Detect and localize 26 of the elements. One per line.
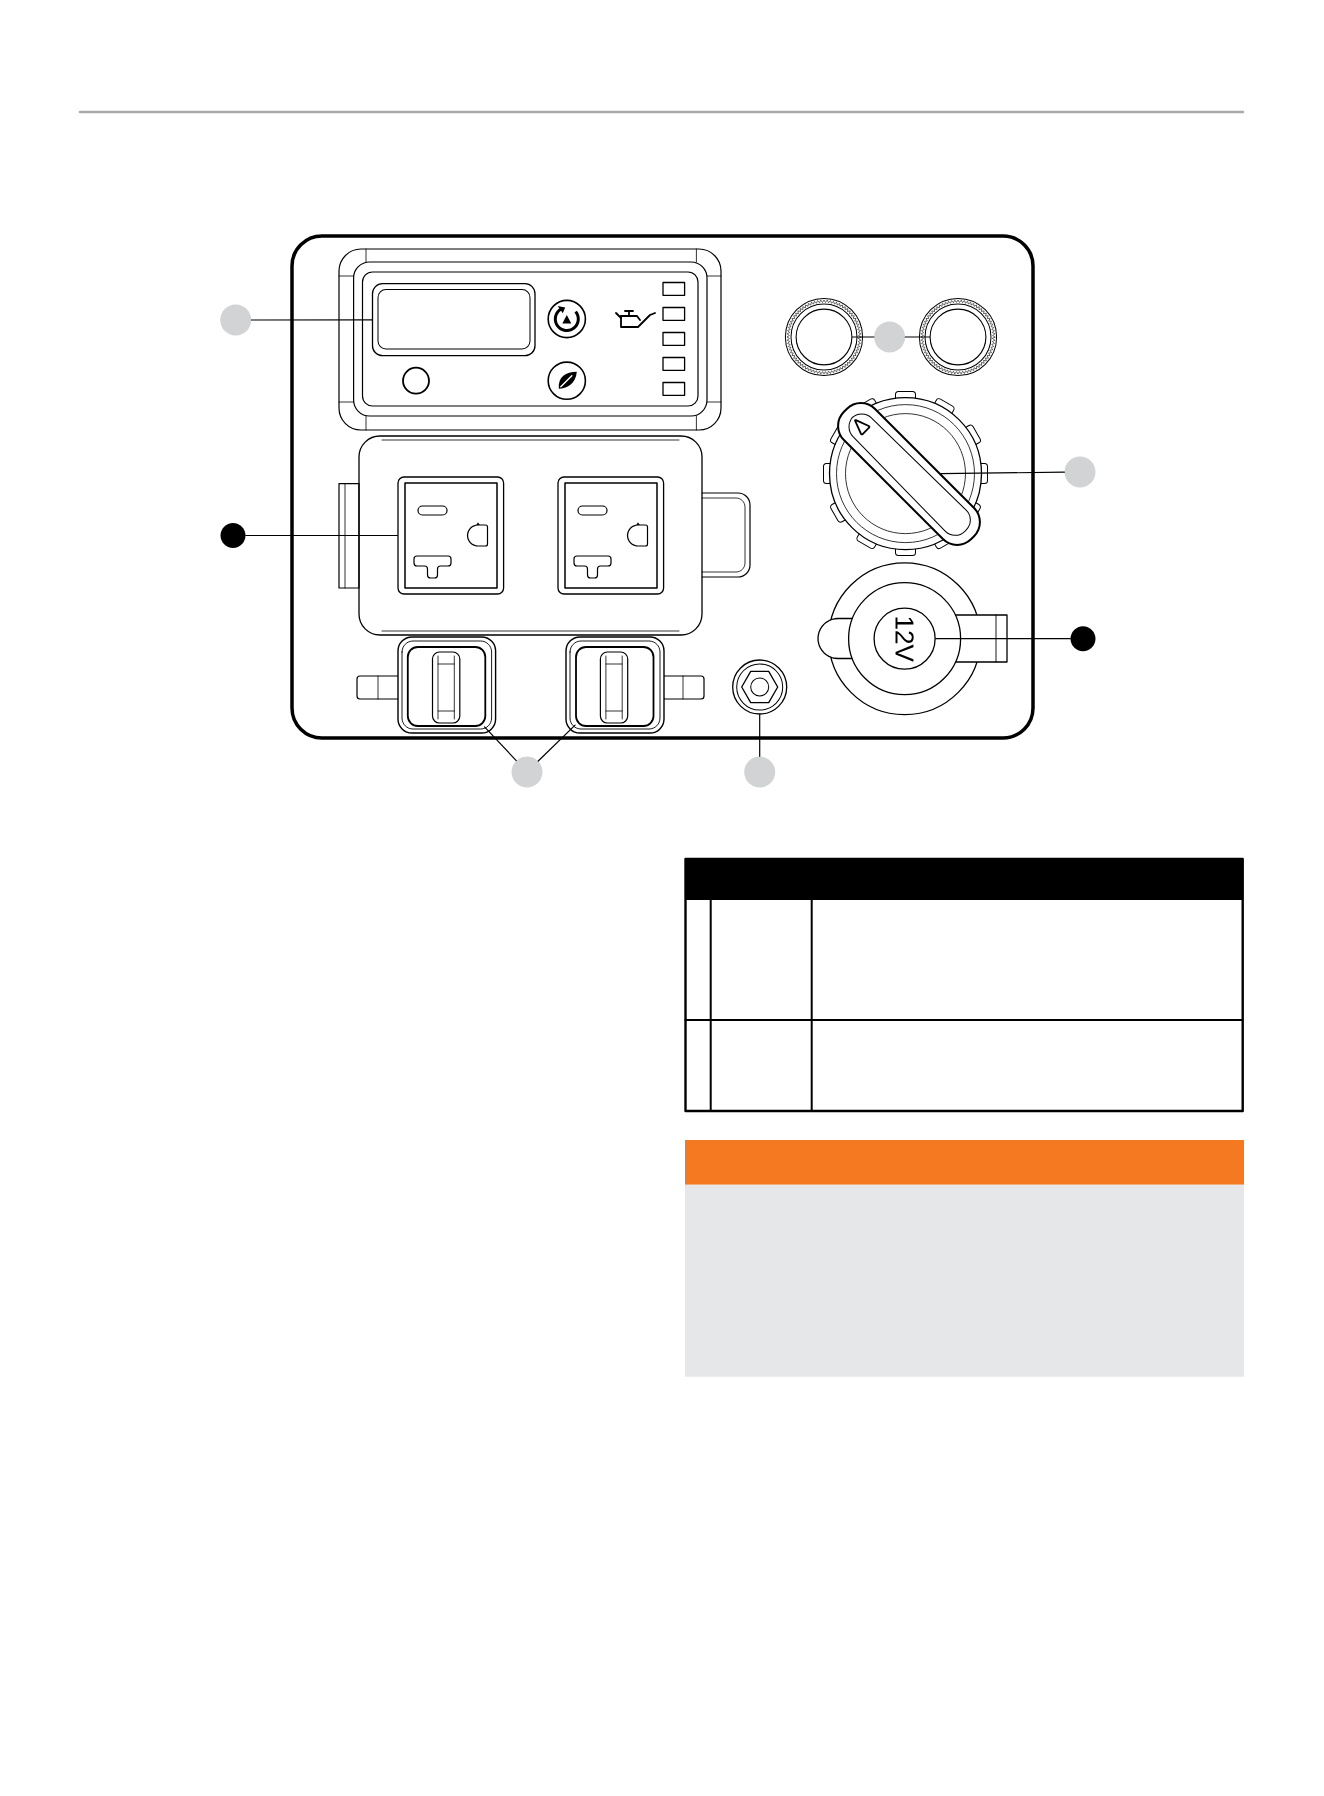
leader-line bbox=[483, 726, 517, 762]
socket-face: 12V bbox=[873, 607, 936, 670]
leader-line bbox=[904, 336, 931, 338]
leader-line bbox=[759, 714, 761, 757]
callout-circle bbox=[511, 756, 543, 788]
leader-line bbox=[940, 471, 1065, 475]
breaker-button bbox=[929, 308, 987, 366]
leader-line bbox=[935, 638, 1071, 640]
callout-circle bbox=[220, 523, 246, 548]
breaker-button bbox=[795, 308, 853, 366]
usb-port bbox=[575, 646, 655, 727]
dial-handle bbox=[848, 413, 971, 536]
power-outlet bbox=[557, 476, 665, 595]
leader-line bbox=[537, 724, 576, 762]
callout-circle bbox=[220, 304, 252, 336]
callout-circle bbox=[1064, 456, 1096, 488]
leader-line bbox=[250, 319, 373, 321]
callout-circle bbox=[744, 756, 776, 788]
callout-circle bbox=[1070, 626, 1096, 652]
callout-circle bbox=[874, 321, 906, 353]
power-outlet bbox=[397, 476, 505, 595]
display-screen bbox=[371, 283, 536, 357]
leader-line bbox=[245, 534, 398, 537]
ground-terminal bbox=[732, 659, 788, 715]
usb-port bbox=[406, 646, 487, 727]
leader-line bbox=[851, 336, 875, 338]
